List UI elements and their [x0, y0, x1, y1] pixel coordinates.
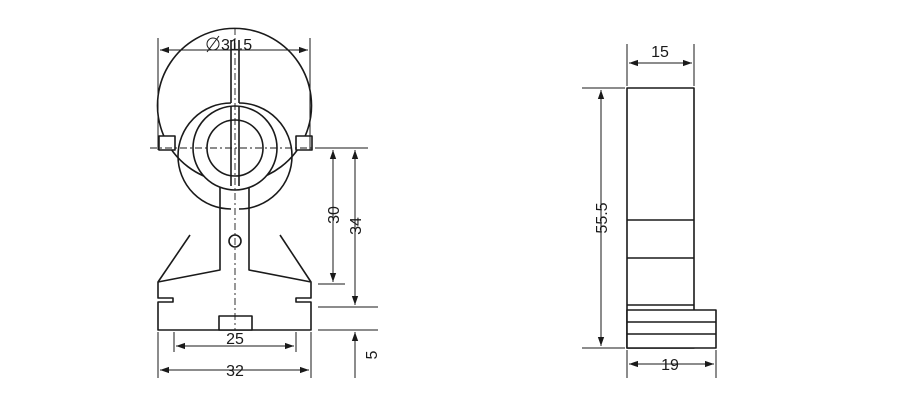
dim-total-width-value: 32	[226, 363, 244, 380]
side-base-step	[626, 309, 717, 349]
diameter-label: 31.5	[206, 35, 252, 54]
dim-base-height-value: 5	[364, 350, 381, 359]
side-body-outline	[626, 87, 695, 349]
dim-side-height-value: 55.5	[594, 202, 611, 233]
front-view	[150, 27, 330, 331]
front-dimensions: 31.5 30 34 5 25 32	[157, 35, 381, 380]
side-view	[626, 87, 717, 349]
dim-inner-width-value: 25	[226, 331, 244, 348]
latch-tab-right	[295, 135, 313, 151]
latch-tab-left	[158, 135, 176, 151]
diameter-symbol-slash	[206, 35, 220, 53]
diameter-symbol-icon	[206, 37, 220, 51]
ring-inner-outline	[177, 102, 293, 210]
dim-top-width-value: 15	[651, 44, 669, 61]
body-diagonal-left	[157, 234, 191, 283]
body-diagonal-right	[279, 234, 312, 283]
dim-diameter-value: 31.5	[221, 37, 252, 54]
dim-inner-height-value: 30	[326, 206, 343, 224]
dim-bottom-width-value: 19	[661, 357, 679, 374]
side-dimensions: 15 55.5 19	[582, 44, 717, 378]
dim-total-height-value: 34	[348, 217, 365, 235]
base-contact-block	[218, 315, 253, 331]
